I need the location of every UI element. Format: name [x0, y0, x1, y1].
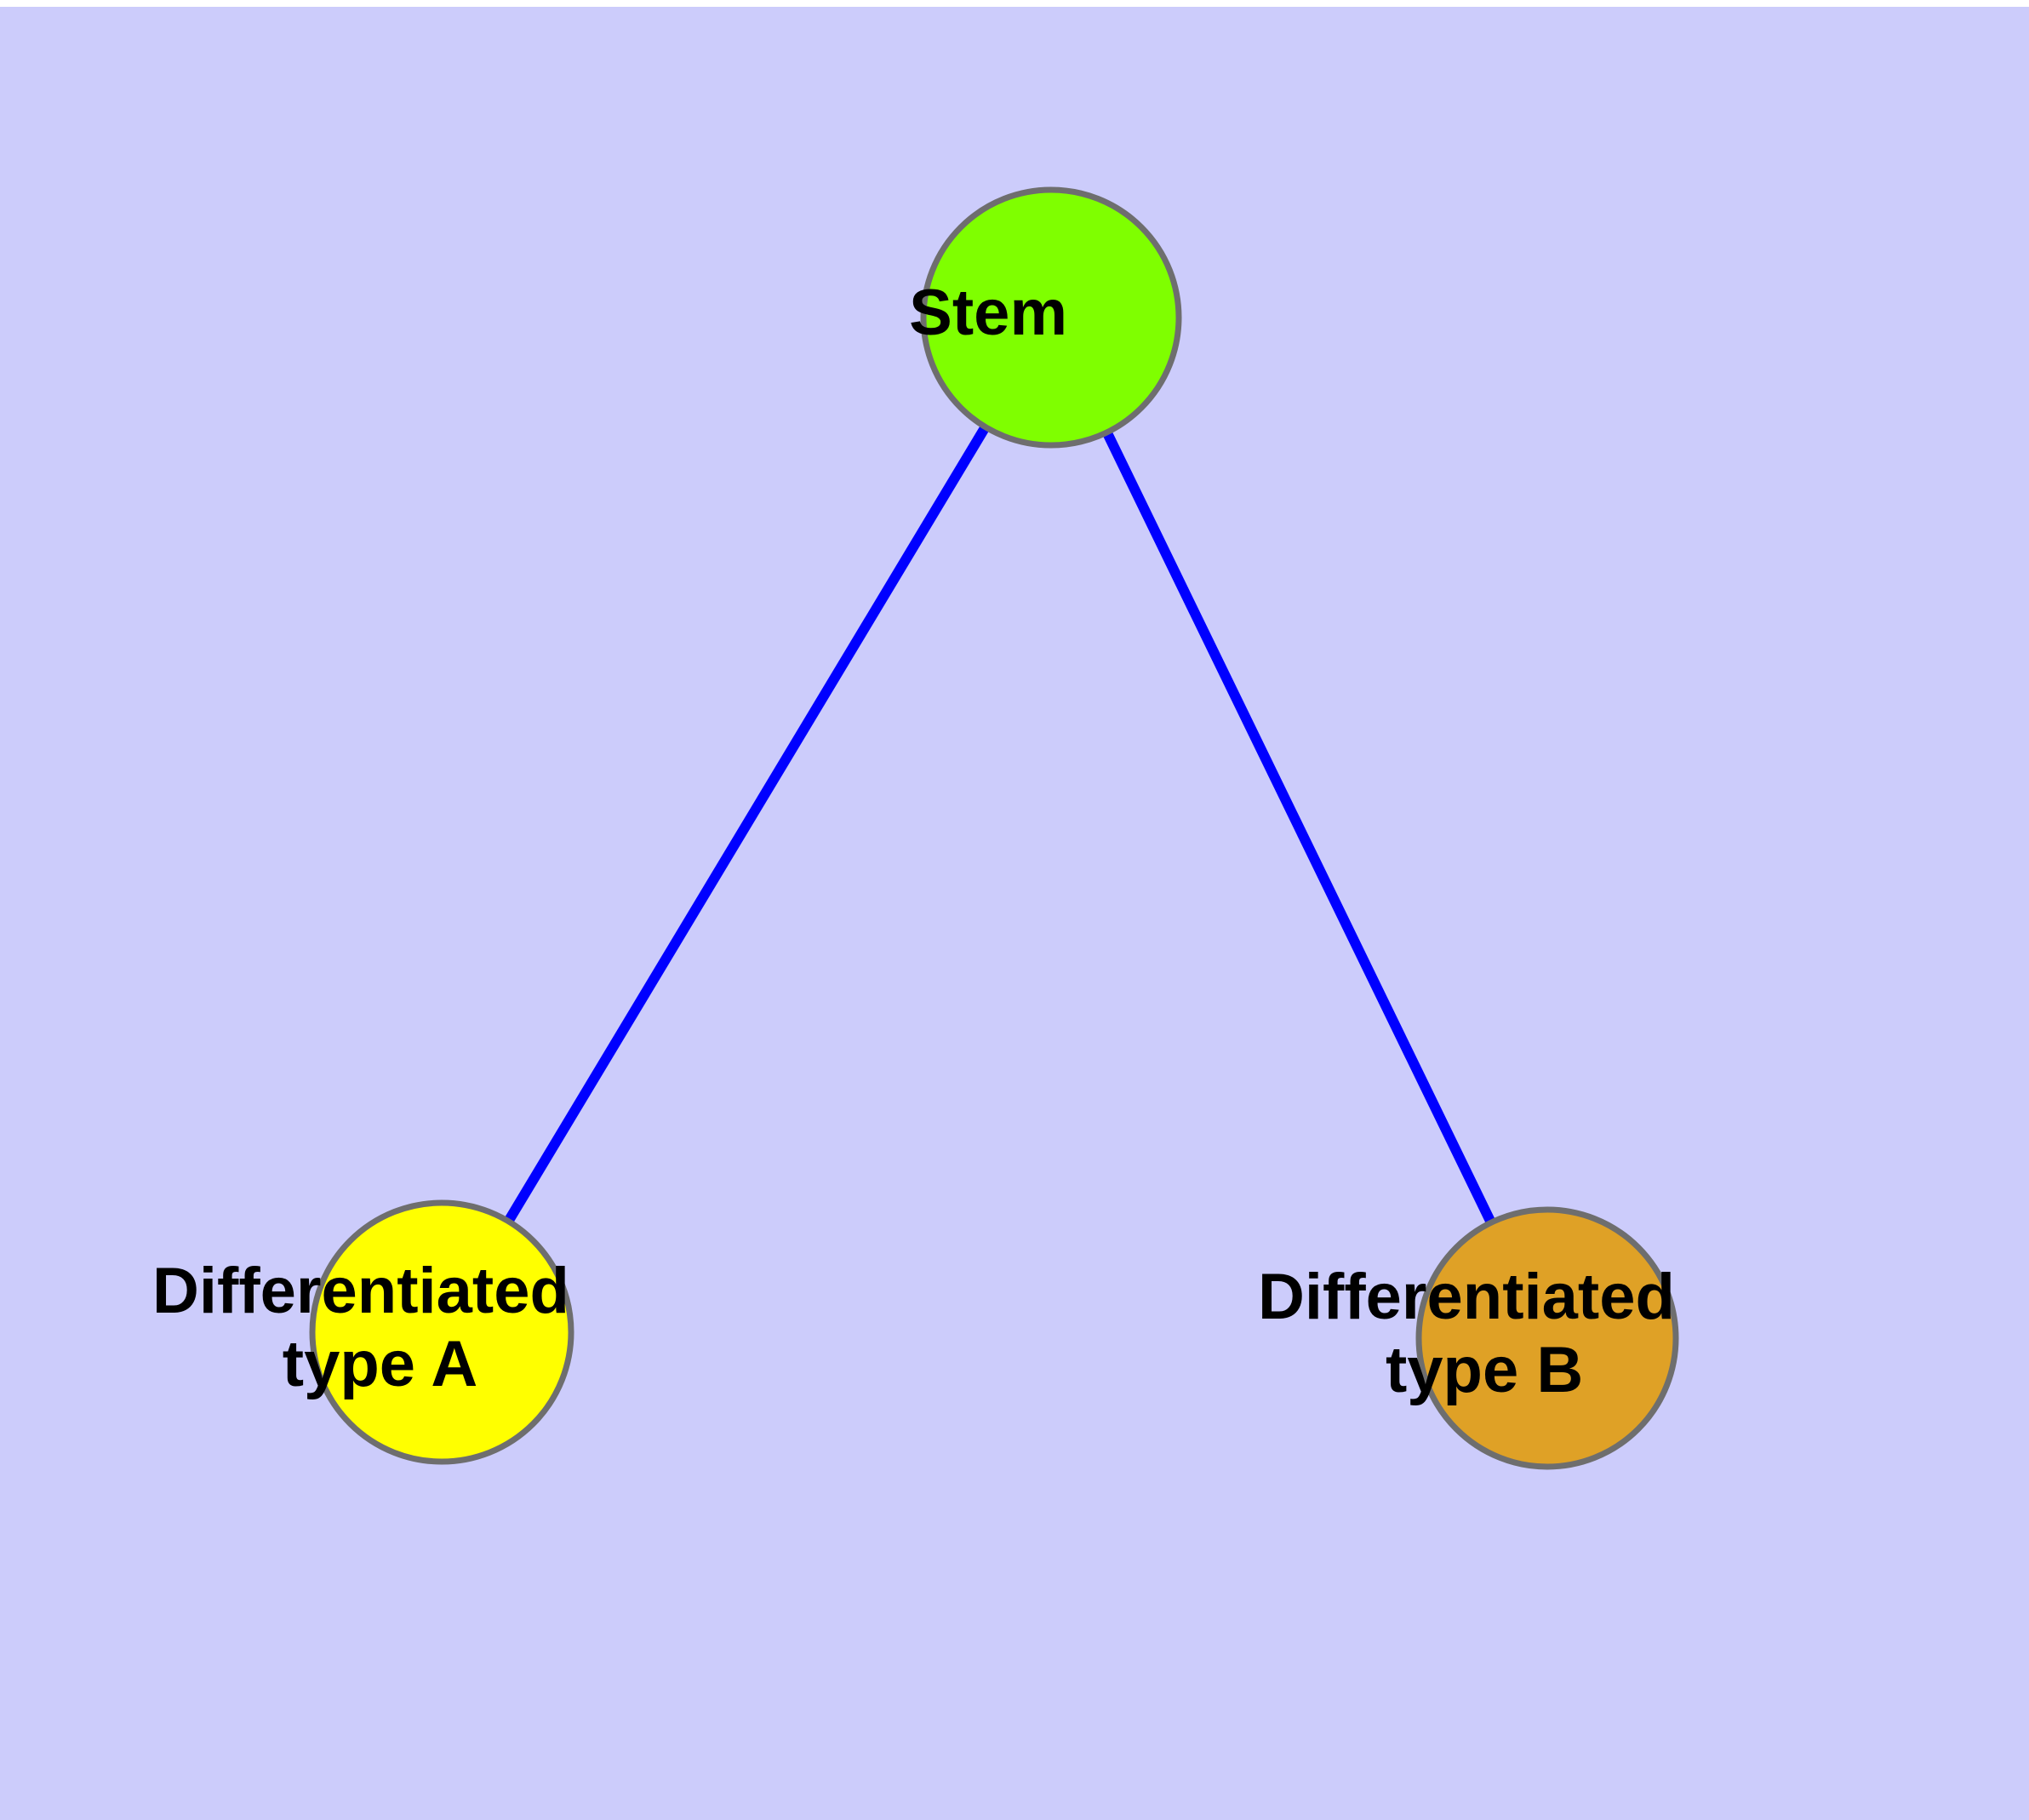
edge-stem-to-differentiated-type-a[interactable] — [504, 424, 990, 1224]
node-differentiated-type-b-label: Differentiated type B — [1258, 1261, 1837, 1406]
nodes-layer — [309, 186, 1679, 1470]
node-labels-layer: Stem Differentiated type A Differentiate… — [152, 277, 1837, 1406]
node-differentiated-type-a-circle[interactable] — [309, 1199, 574, 1465]
node-stem-label-line-1: Stem — [909, 277, 1067, 349]
node-differentiated-type-a-label: Differentiated type A — [152, 1255, 731, 1400]
node-stem-circle[interactable] — [920, 186, 1182, 449]
node-differentiated-type-b-label-line-1: Differentiated — [1258, 1261, 1675, 1333]
node-differentiated-type-a-label-line-1: Differentiated — [152, 1255, 569, 1327]
edge-stem-to-differentiated-type-b[interactable] — [1102, 430, 1496, 1225]
node-differentiated-type-b-circle[interactable] — [1415, 1206, 1679, 1470]
node-differentiated-type-a-label-line-2: type A — [283, 1328, 477, 1400]
edges-layer — [504, 424, 1496, 1225]
node-stem-label: Stem — [909, 277, 1193, 349]
node-differentiated-type-b-label-line-2: type B — [1386, 1334, 1583, 1406]
